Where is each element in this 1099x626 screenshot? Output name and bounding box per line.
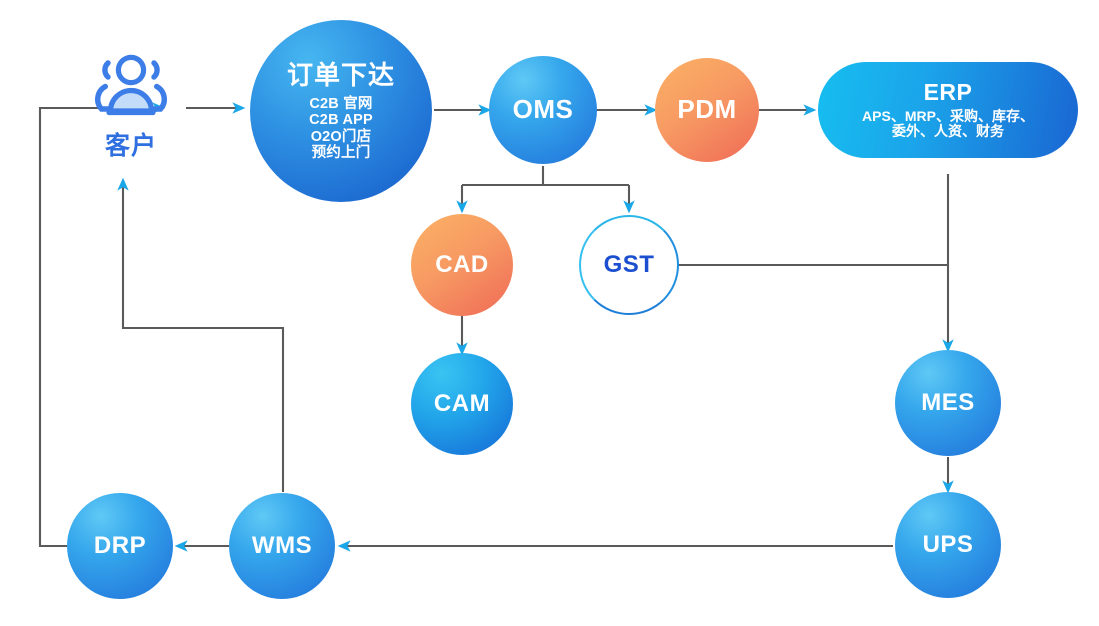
- node-order-placement[interactable]: 订单下达 C2B 官网 C2B APP O2O门店 预约上门: [250, 20, 432, 202]
- node-erp-title: ERP: [923, 78, 973, 105]
- node-pdm[interactable]: PDM: [655, 58, 759, 162]
- node-ups-label: UPS: [922, 530, 974, 558]
- node-cam[interactable]: CAM: [411, 353, 513, 455]
- edge-drp-to-customer: [38, 102, 166, 548]
- node-erp-sublines: APS、MRP、采购、库存、 委外、人资、财务: [862, 107, 1034, 140]
- node-erp-subline-2: 委外、人资、财务: [892, 123, 1004, 140]
- node-mes-label: MES: [921, 388, 975, 416]
- node-customer[interactable]: 客户: [83, 53, 179, 162]
- node-order-subline-4: 预约上门: [311, 144, 371, 161]
- node-mes[interactable]: MES: [895, 350, 1001, 456]
- node-ups[interactable]: UPS: [895, 492, 1001, 598]
- edge-wms-to-customer: [117, 177, 285, 492]
- node-wms-label: WMS: [251, 531, 313, 559]
- node-order-title: 订单下达: [286, 59, 395, 90]
- node-order-subline-3: O2O门店: [310, 128, 372, 145]
- node-cad[interactable]: CAD: [411, 214, 513, 316]
- node-order-subline-2: C2B APP: [309, 112, 373, 129]
- node-order-sublines: C2B 官网 C2B APP O2O门店 预约上门: [309, 96, 373, 161]
- node-oms[interactable]: OMS: [489, 56, 597, 164]
- node-drp[interactable]: DRP: [67, 493, 173, 599]
- node-gst-label: GST: [603, 250, 655, 278]
- node-wms[interactable]: WMS: [229, 493, 335, 599]
- node-cam-label: CAM: [433, 389, 491, 417]
- user-group-icon: [95, 54, 167, 116]
- node-cad-label: CAD: [435, 250, 489, 278]
- node-customer-label: 客户: [104, 132, 157, 160]
- node-pdm-label: PDM: [677, 94, 737, 125]
- node-order-subline-1: C2B 官网: [309, 96, 373, 113]
- node-erp[interactable]: ERP APS、MRP、采购、库存、 委外、人资、财务: [818, 62, 1078, 158]
- node-drp-label: DRP: [93, 531, 147, 559]
- node-oms-label: OMS: [512, 94, 574, 125]
- node-gst[interactable]: GST: [579, 215, 679, 315]
- node-erp-subline-1: APS、MRP、采购、库存、: [862, 107, 1034, 124]
